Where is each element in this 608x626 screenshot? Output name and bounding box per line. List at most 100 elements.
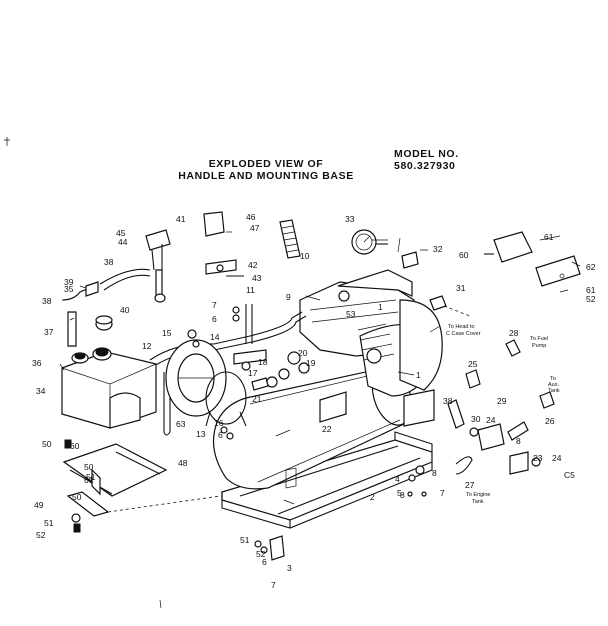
diagram-title: EXPLODED VIEW OF HANDLE AND MOUNTING BAS…	[168, 158, 364, 182]
callout-8b: 8	[400, 490, 405, 500]
callout-3: 3	[287, 563, 292, 573]
callout-14: 14	[210, 332, 220, 342]
callout-46: 46	[246, 212, 256, 222]
callout-7b: 7	[271, 580, 276, 590]
note-engine-line1: To Engine	[466, 492, 490, 498]
callout-45: 45	[116, 228, 126, 238]
callout-13: 13	[196, 429, 206, 439]
callout-61c: 61	[84, 475, 94, 485]
callout-38b: 38	[104, 257, 114, 267]
callout-61b: 61	[586, 285, 596, 295]
callout-63: 63	[176, 419, 186, 429]
callout-6b: 6	[218, 430, 223, 440]
callout-10: 10	[300, 251, 310, 261]
callout-51c: 51	[240, 535, 250, 545]
callout-26: 26	[545, 416, 555, 426]
callout-27: 27	[465, 480, 475, 490]
callout-38c: 38	[443, 396, 453, 406]
callout-1a: 1	[378, 302, 383, 312]
part-callouts: 1 1 2 3 4 5 6 6 6 7 7 7 8 8 8 9 10 11 12…	[32, 212, 596, 590]
callout-51b: 51	[44, 518, 54, 528]
note-head-line1: To Head to	[448, 324, 475, 330]
pressure-gauge	[351, 229, 388, 255]
fuel-tank	[61, 347, 157, 429]
callout-34: 34	[36, 386, 46, 396]
callout-18: 18	[258, 357, 268, 367]
callout-29: 29	[497, 396, 507, 406]
regulator	[469, 423, 541, 475]
upper-bracket	[203, 211, 244, 277]
base-frame	[221, 431, 433, 529]
callout-8c: 8	[516, 436, 521, 446]
callout-40: 40	[120, 305, 130, 315]
margin-mark-bottom	[159, 599, 162, 609]
callout-44: 44	[118, 237, 128, 247]
hose-27	[455, 456, 473, 475]
compressor-engine	[299, 269, 443, 427]
callout-25: 25	[468, 359, 478, 369]
callout-20: 20	[298, 348, 308, 358]
callout-32: 32	[433, 244, 443, 254]
safety-valve	[507, 391, 555, 441]
handle-grip	[279, 219, 301, 259]
callout-c5: C5	[564, 470, 575, 480]
callout-50a: 50	[42, 439, 52, 449]
callout-60b: 60	[70, 441, 80, 451]
leader-lines	[59, 231, 581, 505]
callout-1b: 1	[416, 370, 421, 380]
model-info: MODEL NO. 580.327930	[394, 148, 459, 172]
callout-31: 31	[456, 283, 466, 293]
callout-60a: 60	[459, 250, 469, 260]
callout-6a: 6	[212, 314, 217, 324]
note-aux-line3: Tank	[548, 388, 560, 394]
callout-36: 36	[32, 358, 42, 368]
fittings-right	[429, 295, 521, 429]
note-head-line2: C Case Cover	[446, 331, 481, 337]
callout-7c: 7	[440, 488, 445, 498]
callout-17: 17	[248, 368, 258, 378]
note-aux-line2: Aux.	[548, 382, 559, 388]
callout-61a: 61	[544, 232, 554, 242]
callout-51a: 51	[86, 472, 96, 482]
callout-47: 47	[250, 223, 260, 233]
callout-49: 49	[34, 500, 44, 510]
callout-8a: 8	[432, 468, 437, 478]
clamp-ring	[205, 371, 247, 427]
callout-42: 42	[248, 260, 258, 270]
callout-41: 41	[176, 214, 186, 224]
note-engine-line2: Tank	[472, 499, 484, 505]
routing-notes: To Head to C Case Cover To Fuel Pump To …	[446, 324, 560, 505]
callout-33: 33	[345, 214, 355, 224]
callout-15: 15	[162, 328, 172, 338]
right-brackets	[484, 231, 581, 287]
fuel-line-hardware	[61, 229, 171, 347]
callout-23: 23	[533, 453, 543, 463]
callout-12: 12	[142, 341, 152, 351]
muffler	[165, 339, 227, 417]
callout-5: 5	[397, 488, 402, 498]
fitting-32	[401, 251, 419, 269]
note-fuel-line1: To Fuel	[530, 336, 548, 342]
model-label: MODEL NO.	[394, 148, 459, 160]
callout-19: 19	[306, 358, 316, 368]
callout-22: 22	[322, 424, 332, 434]
callout-11: 11	[246, 285, 255, 295]
callout-38a: 38	[42, 296, 52, 306]
mounting-plate	[62, 443, 221, 517]
note-aux-line1: To	[550, 376, 556, 382]
callout-35: 35	[64, 284, 74, 294]
callout-24a: 24	[486, 415, 496, 425]
callout-50c: 50	[72, 492, 82, 502]
note-fuel-line2: Pump	[532, 343, 546, 349]
handle	[149, 304, 307, 436]
callout-30: 30	[471, 414, 481, 424]
callout-37: 37	[44, 327, 54, 337]
callout-39: 39	[64, 277, 74, 287]
callout-28: 28	[509, 328, 519, 338]
callout-6c: 6	[262, 557, 267, 567]
margin-mark	[4, 137, 10, 146]
callout-48: 48	[178, 458, 188, 468]
callout-7a: 7	[212, 300, 217, 310]
